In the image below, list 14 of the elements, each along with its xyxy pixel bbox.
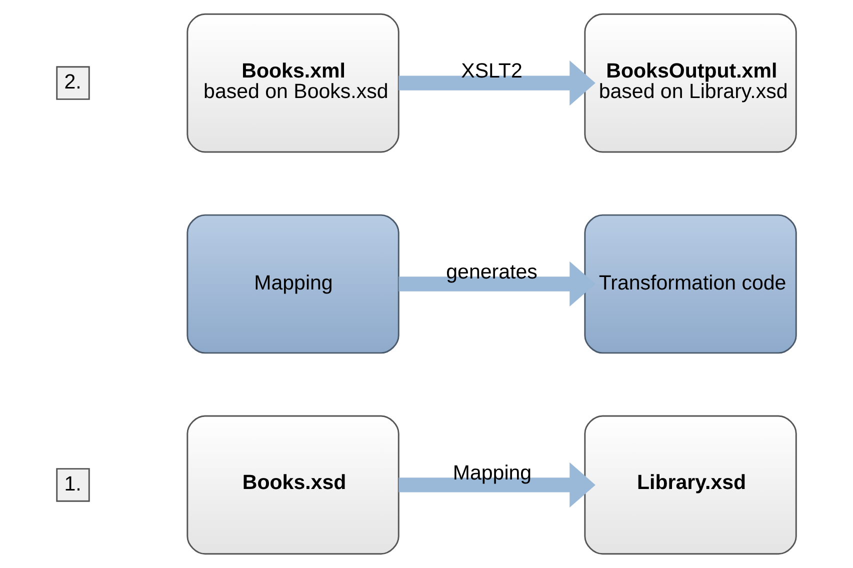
node-box: 1.	[56, 468, 90, 502]
node-box: Transformation code	[584, 214, 797, 354]
arrow	[398, 60, 596, 106]
arrow	[398, 462, 596, 508]
node-box: Books.xsd	[186, 415, 400, 555]
node-box: 2.	[56, 66, 90, 100]
edge-label: generates	[446, 260, 538, 284]
arrow	[398, 261, 596, 307]
edge-label: Mapping	[452, 461, 532, 484]
node-box: Mapping	[186, 214, 400, 354]
node-box: Library.xsd	[584, 415, 797, 555]
node-box: Books.xml based on Books.xsd	[186, 13, 400, 153]
node-box: BooksOutput.xml based on Library.xsd	[584, 13, 797, 153]
edge-label: XSLT2	[461, 59, 522, 82]
